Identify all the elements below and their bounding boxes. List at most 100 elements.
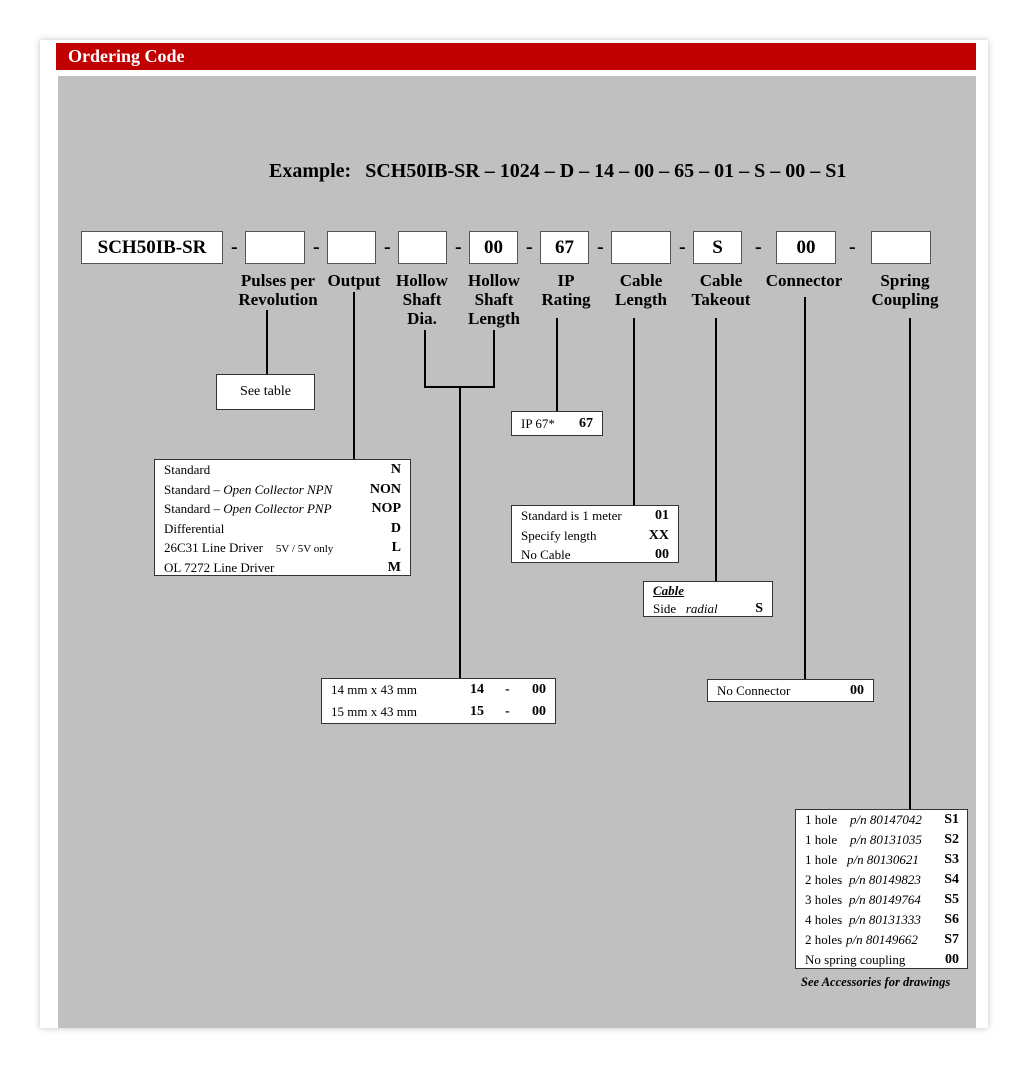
text-value: L [391,540,401,555]
text-value: Standard [164,462,211,477]
text-value: Side [653,601,677,616]
table-row: 1 hole p/n 80131035 S2 [796,830,967,850]
text-value: S5 [944,892,959,907]
text-value: 1 hole [805,832,838,847]
text-value: Open Collector PNP [223,501,332,516]
example-code: Example:SCH50IB-SR – 1024 – D – 14 – 00 … [269,160,846,183]
text-value: 1 hole [805,812,838,827]
leader-line [266,310,268,374]
pulses-box [245,231,305,264]
leader-line [909,318,911,809]
text-value: 5V / 5V only [275,543,334,555]
text-value: p/n 80147042 [850,812,922,827]
text-value: 2 holes [805,932,843,947]
text-value: Spring [880,271,930,290]
cable-length-box [611,231,671,264]
text-value: NOP [371,501,401,516]
leader-line [556,318,558,411]
table-row: Cable [644,582,772,600]
text-value: Specify length [521,527,597,543]
text-value: No Connector [717,683,791,698]
text-value: Length [615,290,667,309]
table-row: 1 hole p/n 80147042 S1 [796,810,967,830]
text-value: 15 [470,704,484,719]
text-value: 3 holes [805,892,843,907]
code-dash: - [526,236,533,258]
text-value: 00 [945,952,959,967]
text-value: Revolution [238,290,318,309]
code-dash: - [384,236,391,258]
text-value: Open Collector NPN [223,481,333,497]
text-value: p/n 80149662 [846,932,918,947]
leader-line [633,318,635,505]
see-table-box: See table [216,374,315,410]
leader-line [493,330,495,388]
text-value: 2 holes [805,872,843,887]
text-value: Output [327,271,381,290]
table-row: OL 7272 Line Driver M [155,558,410,578]
ip-rating-box: 67 [540,231,589,264]
code-dash: - [455,236,462,258]
code-dash: - [755,236,762,258]
text-value: 00 [850,683,864,698]
text-value: 14 mm x 43 mm [331,682,417,697]
text-value: S7 [944,932,959,947]
table-row: No Connector 00 [708,681,873,701]
text-value: Standard is 1 meter [521,508,622,523]
text-value: 00 [532,704,546,719]
text-value: XX [648,527,669,543]
text-value: p/n 80131333 [849,912,921,927]
text-value: M [387,559,401,575]
label-connector: Connector [762,271,846,290]
text-value: radial [685,601,718,616]
text-value: 01 [655,508,669,523]
text-value: 00 [532,682,546,697]
text-value: Takeout [691,290,751,309]
text-value: Rating [541,290,591,309]
table-row: IP 67*67 [512,414,602,434]
text-value: Cable [653,583,685,598]
text-value: 26C31 Line Driver [164,540,263,555]
text-value: N [390,462,401,477]
text-value: Connector [765,271,843,290]
text-value: S1 [944,812,959,827]
leader-line [424,330,426,388]
text-value: p/n 80131035 [850,832,922,847]
code-dash: - [849,236,856,258]
connector-box: 00 [776,231,836,264]
section-header: Ordering Code [56,43,976,70]
table-row: Specify length XX [512,526,678,546]
text-value: 00 [655,547,669,562]
ip-rating-code: 67 [579,416,593,431]
example-label: Example: [269,160,352,182]
shaft-dia-box [398,231,447,264]
accessories-note: See Accessories for drawings [801,975,951,989]
connector-table: No Connector 00 [707,679,874,702]
text-value: S2 [944,832,959,847]
ip-rating-table: IP 67*67 [511,411,603,436]
cable-takeout-box: S [693,231,742,264]
leader-line [804,297,806,679]
text-value: OL 7272 Line Driver [164,559,275,575]
section-title: Ordering Code [68,46,185,66]
text-value: S4 [944,872,959,887]
